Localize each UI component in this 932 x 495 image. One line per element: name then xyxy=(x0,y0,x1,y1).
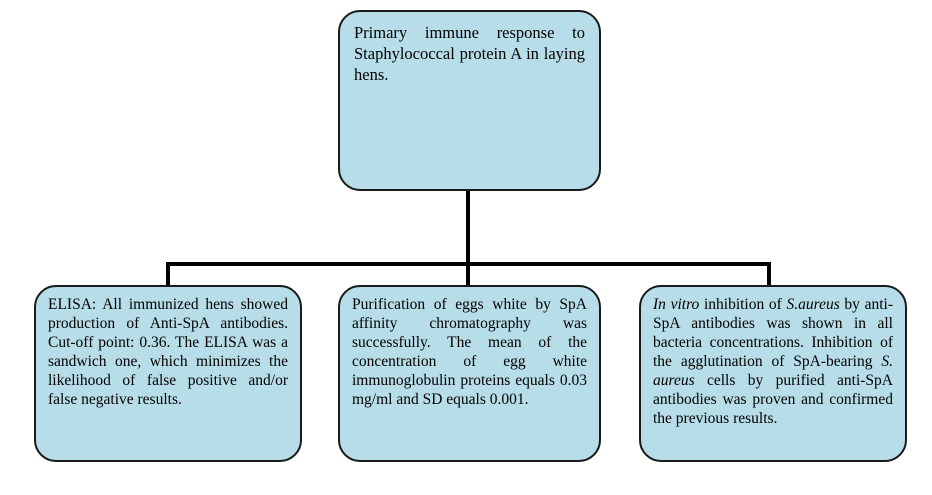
child-node-inhibition: In vitro inhibition of S.aureus by anti-… xyxy=(639,285,907,462)
child-node-purification: Purification of eggs white by SpA affini… xyxy=(338,285,601,462)
text-segment: by anti-SpA antibodies was shown in all … xyxy=(653,296,893,370)
text-segment: ELISA: All immunized hens showed product… xyxy=(48,296,288,408)
child-node-purification-text: Purification of eggs white by SpA affini… xyxy=(352,295,587,409)
root-node-text: Primary immune response to Staphylococca… xyxy=(354,23,585,84)
child-node-elisa-text: ELISA: All immunized hens showed product… xyxy=(48,295,288,409)
text-segment: cells by purified anti-SpA antibodies wa… xyxy=(653,372,893,427)
text-segment-italic: S.aureus xyxy=(786,296,840,313)
text-segment: Purification of eggs white by SpA affini… xyxy=(352,296,587,408)
text-segment-italic: S. aureus xyxy=(653,353,893,389)
text-segment-italic: In vitro xyxy=(653,296,700,313)
child-node-elisa: ELISA: All immunized hens showed product… xyxy=(34,285,302,462)
root-node: Primary immune response to Staphylococca… xyxy=(338,10,601,191)
text-segment: inhibition of xyxy=(699,296,787,313)
child-node-inhibition-text: In vitro inhibition of S.aureus by anti-… xyxy=(653,295,893,428)
